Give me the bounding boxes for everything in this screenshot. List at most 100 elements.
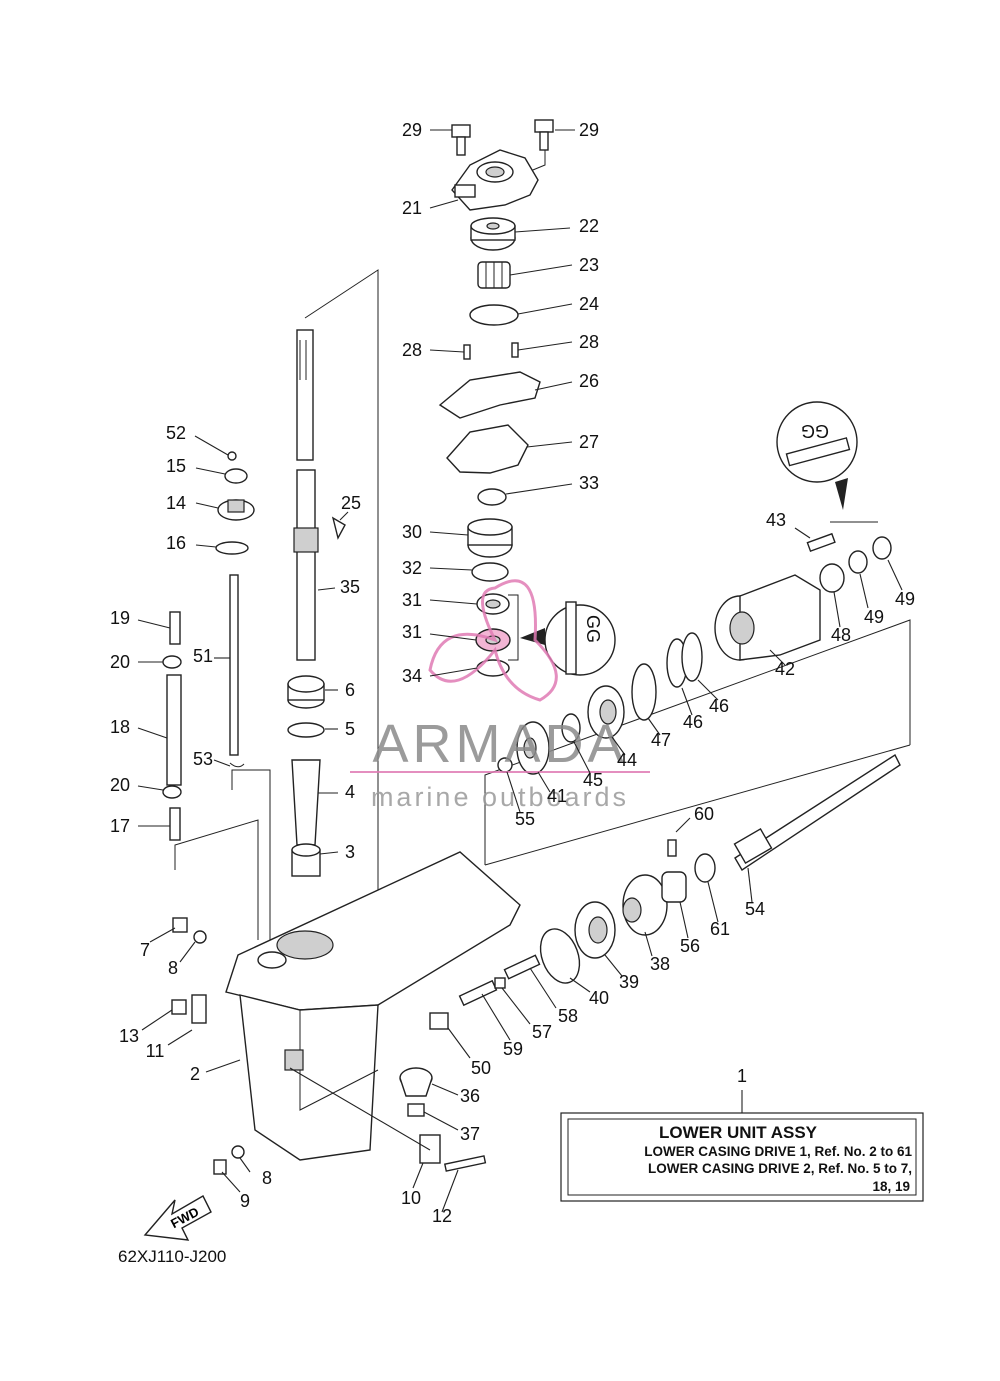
part-label: 11 xyxy=(146,1041,165,1061)
o-ring-47 xyxy=(631,663,657,721)
part-label: 49 xyxy=(864,607,884,627)
part-label: 46 xyxy=(683,712,703,732)
watermark-brand: ARMADA xyxy=(372,714,627,774)
part-label: 2 xyxy=(190,1064,200,1084)
part-number-labels: 2 3 4 5 6 7 8 8 9 10 11 12 13 14 15 16 1… xyxy=(110,120,915,1226)
part-label: 27 xyxy=(579,432,599,452)
gasket-ring-24 xyxy=(469,304,519,326)
propeller-shaft-54 xyxy=(733,753,901,871)
key-25 xyxy=(331,516,346,540)
clamp-20-top xyxy=(162,655,182,669)
cross-pin-57 xyxy=(494,977,506,989)
clip-53 xyxy=(229,762,245,768)
outer-plate-26 xyxy=(438,371,541,419)
shim-45 xyxy=(561,713,581,743)
part-label: 26 xyxy=(579,371,599,391)
part-label: 59 xyxy=(503,1039,523,1059)
nut-37 xyxy=(407,1103,425,1117)
part-label: 14 xyxy=(166,493,186,513)
assembly-line-1: LOWER CASING DRIVE 1, Ref. No. 2 to 61 xyxy=(644,1144,912,1159)
leader-lines xyxy=(137,129,903,1213)
svg-text:GG: GG xyxy=(583,615,603,643)
part-label: 25 xyxy=(341,493,361,513)
part-label: 31 xyxy=(402,590,422,610)
needle-bearing-48 xyxy=(819,563,845,593)
part-label: 3 xyxy=(345,842,355,862)
gasket-27 xyxy=(446,424,529,474)
part-label: 32 xyxy=(402,558,422,578)
bushing-15 xyxy=(224,468,248,484)
part-label: 30 xyxy=(402,522,422,542)
bolt-12 xyxy=(443,1155,487,1172)
propeller-shaft-housing-42 xyxy=(714,574,821,661)
grommet-14 xyxy=(217,499,255,521)
washer-8-top xyxy=(193,930,207,944)
bearing-39 xyxy=(574,901,616,959)
assembly-title: LOWER UNIT ASSY xyxy=(659,1123,818,1142)
part-label: 16 xyxy=(166,533,186,553)
part-label: 29 xyxy=(402,120,422,140)
plate-10 xyxy=(419,1134,441,1164)
water-tube-grommet-19 xyxy=(169,611,181,645)
sleeve-4 xyxy=(291,759,321,846)
part-label: 12 xyxy=(432,1206,452,1226)
lower-casing-2 xyxy=(225,851,521,1161)
svg-text:GG: GG xyxy=(801,421,829,441)
part-label: 18 xyxy=(110,717,130,737)
insert-cartridge-22 xyxy=(470,217,516,251)
oil-seal-49-a xyxy=(848,550,868,574)
diagram-code: 62XJ110-J200 xyxy=(118,1247,226,1266)
part-label: 13 xyxy=(119,1026,139,1046)
bearing-44 xyxy=(587,685,625,739)
part-label: 8 xyxy=(262,1168,272,1188)
part-label: 52 xyxy=(166,423,186,443)
part-label: 22 xyxy=(579,216,599,236)
part-label: 58 xyxy=(558,1006,578,1026)
part-label: 31 xyxy=(402,622,422,642)
spring-58 xyxy=(503,954,541,980)
part-label: 20 xyxy=(110,775,130,795)
part-label: 44 xyxy=(617,750,637,770)
part-label: 23 xyxy=(579,255,599,275)
fwd-arrow: FWD xyxy=(143,1195,212,1241)
bearing-6 xyxy=(287,675,325,709)
part-label: 19 xyxy=(110,608,130,628)
part-label: 51 xyxy=(193,646,213,666)
part-label: 38 xyxy=(650,954,670,974)
part-label: 29 xyxy=(579,120,599,140)
shift-plunger-59 xyxy=(458,979,498,1007)
part-label: 39 xyxy=(619,972,639,992)
part-label: 9 xyxy=(240,1191,250,1211)
shift-cam-50 xyxy=(429,1012,449,1030)
part-label: 5 xyxy=(345,719,355,739)
part-label: 45 xyxy=(583,770,603,790)
part-label: 7 xyxy=(140,940,150,960)
needle-bearing-3 xyxy=(291,843,321,877)
o-ring-32 xyxy=(471,562,509,582)
part-label: 60 xyxy=(694,804,714,824)
pin-60 xyxy=(667,839,677,857)
assembly-guide-lines xyxy=(174,150,911,945)
bolt-43 xyxy=(806,532,836,553)
spring-61 xyxy=(694,853,716,883)
oil-seal-housing-30 xyxy=(467,518,513,558)
part-label: 50 xyxy=(471,1058,491,1078)
gg-callout-circle-left: GG xyxy=(520,601,616,676)
assembly-line-2: LOWER CASING DRIVE 2, Ref. No. 5 to 7, xyxy=(648,1161,912,1176)
screw-7 xyxy=(172,917,188,933)
shift-rod-51 xyxy=(229,574,239,756)
part-label: 37 xyxy=(460,1124,480,1144)
nut-13 xyxy=(171,999,187,1015)
part-label: 41 xyxy=(547,786,567,806)
part-label: 28 xyxy=(579,332,599,352)
washer-8-bottom xyxy=(231,1145,245,1159)
part-label: 10 xyxy=(401,1188,421,1208)
part-label: 56 xyxy=(680,936,700,956)
part-label: 21 xyxy=(402,198,422,218)
part-label: 33 xyxy=(579,473,599,493)
dog-clutch-56 xyxy=(661,871,687,903)
part-label: 20 xyxy=(110,652,130,672)
part-label: 48 xyxy=(831,625,851,645)
part-label: 43 xyxy=(766,510,786,530)
